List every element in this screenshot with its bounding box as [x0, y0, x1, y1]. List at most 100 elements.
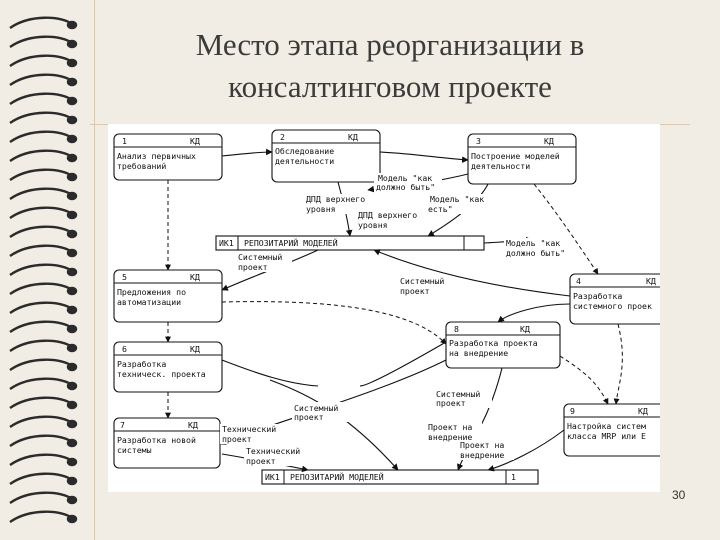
- repo-bottom-number: 1: [511, 472, 516, 482]
- flow-2-3: [379, 151, 469, 163]
- flow-labels: Модель "как должно быть" ДПД верхнего ур…: [220, 173, 574, 466]
- binding-ring: [9, 130, 73, 143]
- binding-ring: [9, 225, 73, 238]
- ctrl-3-4: [533, 183, 599, 275]
- page-number: 30: [672, 488, 686, 502]
- ctrl-4-9: [613, 323, 623, 405]
- control-flows: [165, 180, 623, 419]
- box-3-number: 3: [476, 136, 481, 146]
- box-3-title-1: Построение моделей: [471, 151, 560, 161]
- label-sys-proj-d-2: проект: [436, 398, 466, 408]
- binding-ring: [9, 358, 73, 371]
- binding-hole: [66, 58, 78, 68]
- binding-hole: [66, 229, 78, 239]
- binding-hole: [66, 134, 78, 144]
- binding-ring: [9, 206, 73, 219]
- label-model-est-2: есть": [428, 204, 453, 214]
- box-5-title-1: Предложения по: [117, 287, 186, 297]
- ctrl-8-9: [559, 355, 609, 405]
- box-2-number: 2: [280, 132, 285, 142]
- binding-ring: [9, 244, 73, 257]
- box-5-number: 5: [122, 272, 127, 282]
- binding-ring: [9, 16, 73, 29]
- box-7-number: 7: [120, 420, 125, 430]
- label-tech-proj-a-2: проект: [222, 434, 252, 444]
- box-5-tag: КД: [190, 272, 200, 282]
- box-3-title-2: деятельности: [471, 161, 530, 171]
- label-dpd-a-1: ДПД верхнего: [306, 194, 365, 204]
- binding-ring: [9, 73, 73, 86]
- label-model-kak-a-2: должно быть": [376, 182, 435, 192]
- label-sys-proj-d-1: Системный: [436, 389, 480, 399]
- binding-ring: [9, 339, 73, 352]
- repo-bottom-name: РЕПОЗИТАРИЙ МОДЕЛЕЙ: [290, 471, 384, 482]
- box-7-title-1: Разработка новой: [117, 435, 196, 445]
- box-8-number: 8: [454, 324, 459, 334]
- label-model-est-1: Модель "как: [430, 194, 484, 204]
- box-9-number: 9: [570, 406, 575, 416]
- box-1-title-2: требований: [117, 161, 166, 171]
- box-6-tag: КД: [190, 344, 200, 354]
- process-box-7: 7 КД Разработка новой системы: [113, 417, 221, 469]
- binding-ring: [9, 35, 73, 48]
- process-box-9: 9 КД Настройка систем класса MRP или E: [563, 403, 660, 457]
- margin-rule: [94, 0, 95, 540]
- repo-top-name: РЕПОЗИТАРИЙ МОДЕЛЕЙ: [244, 237, 338, 248]
- flow-4-8: [497, 303, 571, 323]
- binding-hole: [66, 210, 78, 220]
- binding-hole: [66, 248, 78, 258]
- box-2-tag: КД: [348, 132, 358, 142]
- binding-ring: [9, 149, 73, 162]
- binding-hole: [66, 20, 78, 30]
- binding-ring: [9, 396, 73, 409]
- binding-hole: [66, 267, 78, 277]
- repository-top: ИК1 РЕПОЗИТАРИЙ МОДЕЛЕЙ: [215, 235, 485, 251]
- spiral-binding: [9, 16, 78, 524]
- binding-hole: [66, 39, 78, 49]
- repository-bottom: ИК1 РЕПОЗИТАРИЙ МОДЕЛЕЙ 1: [261, 469, 539, 485]
- box-3-tag: КД: [544, 136, 554, 146]
- box-1-title-1: Анализ первичных: [117, 151, 196, 161]
- binding-ring: [9, 472, 73, 485]
- process-box-6: 6 КД Разработка техническ. проекта: [113, 341, 223, 393]
- binding-ring: [9, 263, 73, 276]
- box-4-tag: КД: [646, 276, 656, 286]
- binding-hole: [66, 438, 78, 448]
- binding-ring: [9, 491, 73, 504]
- box-1-number: 1: [122, 136, 127, 146]
- flow-6-arc: [221, 359, 319, 387]
- label-model-kak-a-1: Модель "как: [378, 173, 432, 183]
- flow-8-left: [359, 341, 447, 387]
- flow-4-repo: [373, 249, 571, 297]
- label-impl-proj-a-1: Проект на: [428, 422, 472, 432]
- label-impl-proj-a-2: внедрение: [428, 432, 472, 442]
- label-tech-proj-a-1: Технический: [222, 424, 276, 434]
- binding-ring: [9, 111, 73, 124]
- box-2-title-1: Обследование: [275, 146, 334, 156]
- box-4-title-2: системного проек: [573, 301, 652, 311]
- label-model-kak-b-2: должно быть": [506, 248, 565, 258]
- label-sys-proj-b-1: Системный: [400, 276, 444, 286]
- diagram-canvas: 1 КД Анализ первичных требований 2 КД Об…: [113, 129, 660, 485]
- binding-hole: [66, 514, 78, 524]
- data-flows: [219, 148, 571, 473]
- process-box-5: 5 КД Предложения по автоматизации: [113, 269, 223, 323]
- binding-hole: [66, 495, 78, 505]
- process-box-3: 3 КД Построение моделей деятельности: [467, 133, 577, 185]
- box-4-number: 4: [576, 276, 581, 286]
- label-sys-proj-a-2: проект: [238, 262, 268, 272]
- flow-1-2: [221, 148, 273, 157]
- binding-ring: [9, 377, 73, 390]
- process-box-2: 2 КД Обследование деятельности: [271, 129, 381, 183]
- binding-ring: [9, 282, 73, 295]
- binding-ring: [9, 187, 73, 200]
- binding-hole: [66, 343, 78, 353]
- label-sys-proj-c-2: проект: [294, 412, 324, 422]
- binding-hole: [66, 77, 78, 87]
- binding-hole: [66, 362, 78, 372]
- repo-bottom-code: ИК1: [265, 472, 280, 482]
- binding-ring: [9, 168, 73, 181]
- binding-hole: [66, 457, 78, 467]
- label-tech-proj-b-1: Технический: [246, 446, 300, 456]
- label-sys-proj-a-1: Системный: [238, 252, 282, 262]
